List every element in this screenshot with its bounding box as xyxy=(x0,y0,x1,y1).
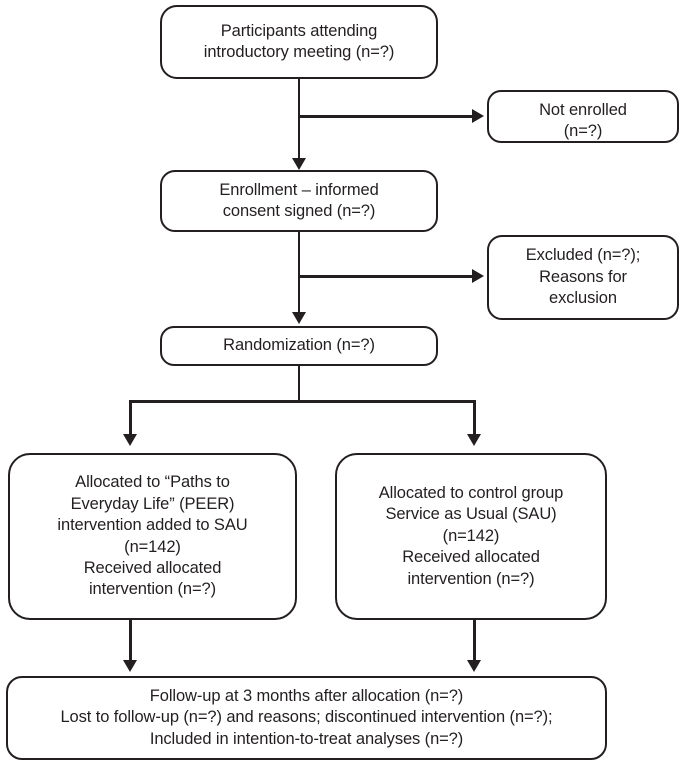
arrowhead-peer-to-followup xyxy=(122,660,137,672)
connector-randomization-bar xyxy=(129,400,476,403)
arrowhead-to-allocation-sau xyxy=(467,434,482,446)
node-line: Lost to follow-up (n=?) and reasons; dis… xyxy=(60,708,553,727)
connector-enrollment-stem xyxy=(297,232,301,314)
node-line: Allocated to control group xyxy=(378,483,564,502)
node-line: consent signed (n=?) xyxy=(222,202,376,220)
connector-to-not-enrolled xyxy=(297,115,474,118)
node-line: intervention added to SAU xyxy=(57,516,248,535)
node-line: intervention (n=?) xyxy=(88,580,217,599)
node-line: (n=142) xyxy=(442,526,500,545)
node-line-clipped: (n=?) xyxy=(563,122,603,141)
connector-peer-to-followup xyxy=(129,620,132,664)
arrowhead-to-enrollment xyxy=(291,158,306,170)
connector-branch-left xyxy=(129,400,132,436)
node-line: introductory meeting (n=?) xyxy=(203,43,395,61)
node-line: Follow-up at 3 months after allocation (… xyxy=(149,686,464,705)
node-line: Allocated to “Paths to xyxy=(75,473,230,492)
arrowhead-to-randomization xyxy=(291,312,306,324)
arrowhead-sau-to-followup xyxy=(467,660,482,672)
node-line: Enrollment – informed xyxy=(219,180,379,199)
connector-to-excluded xyxy=(297,275,474,278)
node-not-enrolled: Not enrolled (n=?) xyxy=(487,90,679,143)
node-line: exclusion xyxy=(549,289,617,308)
node-line: (n=142) xyxy=(124,537,181,556)
node-line: Received allocated xyxy=(402,548,540,567)
node-allocated-peer-intervention: Allocated to “Paths to Everyday Life” (P… xyxy=(8,453,297,620)
arrowhead-to-excluded xyxy=(472,269,484,283)
node-line: intervention (n=?) xyxy=(407,569,535,588)
node-line: Reasons for xyxy=(539,267,627,286)
node-allocated-control-sau: Allocated to control group Service as Us… xyxy=(335,453,607,620)
node-excluded: Excluded (n=?); Reasons for exclusion xyxy=(487,235,679,320)
connector-participants-stem xyxy=(297,79,301,162)
node-randomization: Randomization (n=?) xyxy=(160,326,438,366)
node-follow-up-analysis: Follow-up at 3 months after allocation (… xyxy=(6,676,607,760)
node-line: Participants attending xyxy=(220,21,378,40)
node-line: Service as Usual (SAU) xyxy=(385,505,557,524)
node-line: Excluded (n=?); xyxy=(525,246,641,265)
connector-sau-to-followup xyxy=(473,620,476,664)
node-participants-attending: Participants attending introductory meet… xyxy=(160,5,438,79)
connector-branch-right xyxy=(473,400,476,436)
node-enrollment-consent: Enrollment – informed consent signed (n=… xyxy=(160,170,438,232)
connector-randomization-stem xyxy=(297,366,301,402)
node-line: Included in intention-to-treat analyses … xyxy=(149,729,464,748)
arrowhead-to-allocation-peer xyxy=(122,434,137,446)
node-line: Everyday Life” (PEER) xyxy=(70,494,235,513)
node-line: Randomization (n=?) xyxy=(223,336,375,355)
node-line: Received allocated xyxy=(83,558,222,577)
arrowhead-to-not-enrolled xyxy=(472,109,484,123)
node-line: Not enrolled xyxy=(539,101,627,119)
